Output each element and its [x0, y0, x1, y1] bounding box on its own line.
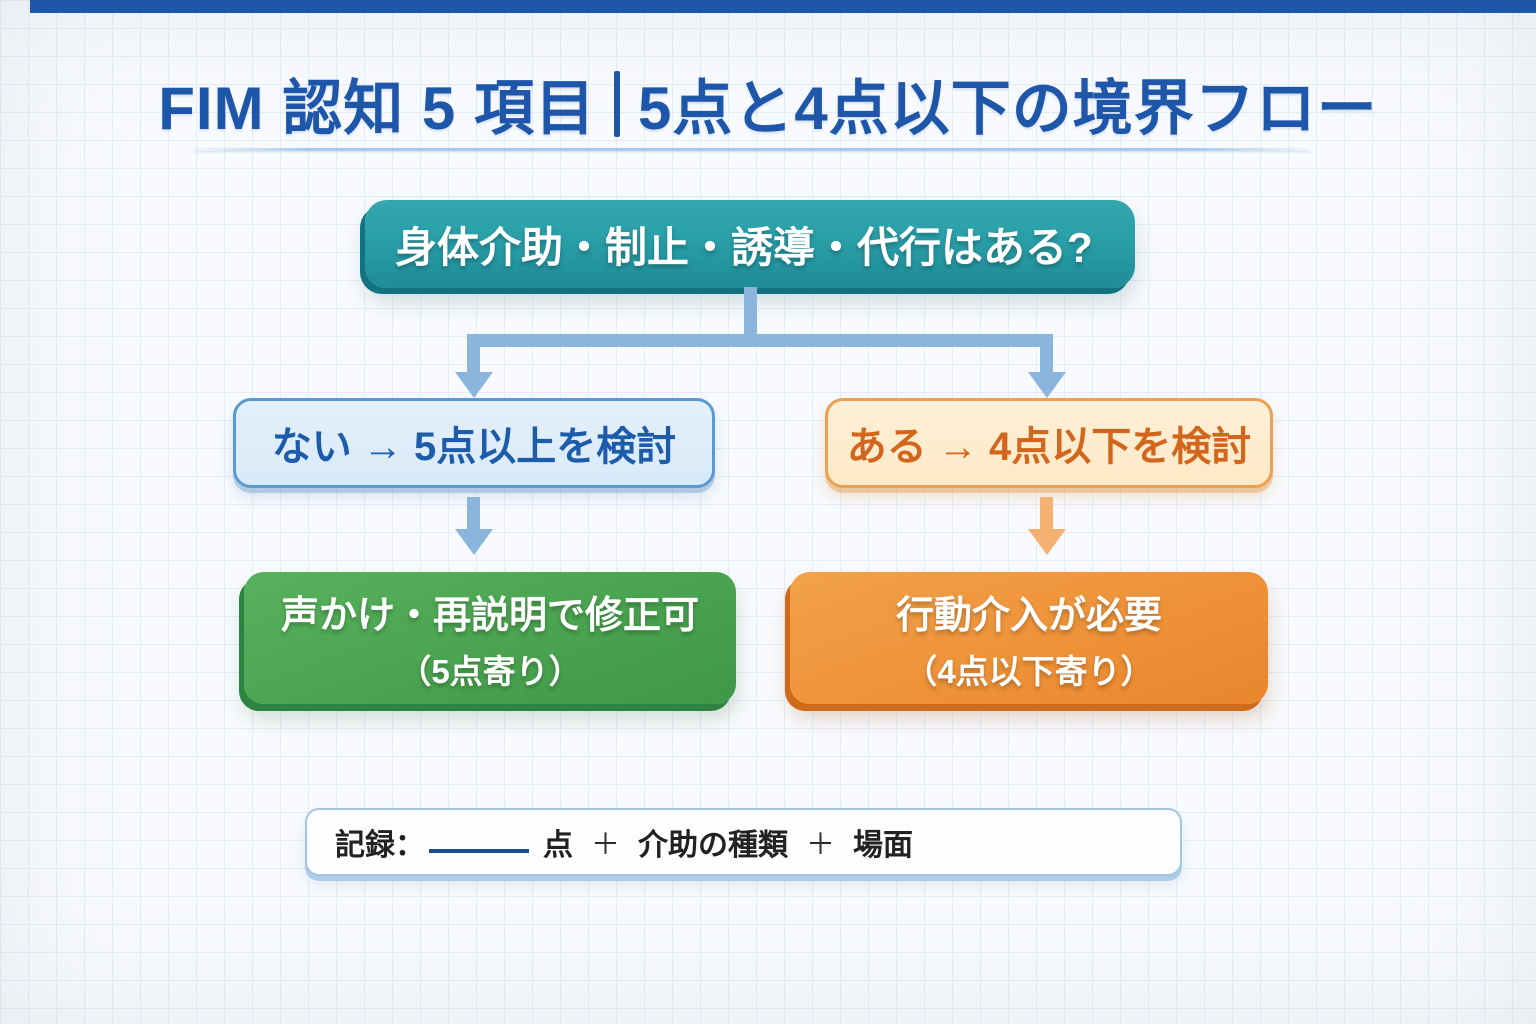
- note-item-scene: 場面: [853, 829, 914, 862]
- arrow-down-icon: [1028, 372, 1066, 398]
- note-blank-line: [429, 823, 529, 853]
- arrow-stem-right: [1040, 497, 1053, 531]
- note-box: 記録： 点 ＋ 介助の種類 ＋ 場面: [305, 808, 1182, 876]
- question-box: 身体介助・制止・誘導・代行はある?: [365, 200, 1135, 288]
- top-accent-bar: [30, 0, 1536, 13]
- connector-stem: [744, 287, 757, 343]
- branch-yes-text: ある → 4点以下を検討: [846, 425, 1252, 469]
- branch-yes-box: ある → 4点以下を検討: [825, 398, 1273, 488]
- arrow-down-icon: [455, 529, 493, 555]
- result-orange-line2: （4点以下寄り）: [904, 652, 1154, 690]
- note-item-assist-type: 介助の種類: [638, 829, 789, 862]
- result-green-line1: 声かけ・再説明で修正可: [280, 594, 699, 637]
- title-part-right: 5点と4点以下の境界フロー: [637, 75, 1378, 142]
- result-orange-line1: 行動介入が必要: [895, 594, 1162, 637]
- branch-no-text: ない → 5点以上を検討: [271, 425, 677, 469]
- note-unit: 点: [543, 829, 573, 862]
- result-orange-box: 行動介入が必要 （4点以下寄り）: [790, 572, 1268, 704]
- question-text: 身体介助・制止・誘導・代行はある?: [395, 223, 1093, 271]
- title-divider-bar: [613, 70, 620, 137]
- branch-no-box: ない → 5点以上を検討: [233, 398, 715, 488]
- plus-sign: ＋: [806, 829, 836, 861]
- arrow-down-icon: [1028, 529, 1066, 555]
- arrow-stem-left: [467, 497, 480, 531]
- connector-horizontal-bar: [467, 334, 1053, 347]
- note-label: 記録：: [335, 829, 425, 862]
- result-green-box: 声かけ・再説明で修正可 （5点寄り）: [244, 572, 736, 704]
- plus-sign: ＋: [591, 829, 621, 861]
- page-title: FIM 認知 5 項目 5点と4点以下の境界フロー: [0, 60, 1536, 147]
- arrow-down-icon: [455, 372, 493, 398]
- title-part-left: FIM 認知 5 項目: [158, 75, 596, 142]
- title-underline: [195, 148, 1310, 151]
- connector-drop-left: [467, 334, 480, 374]
- result-green-line2: （5点寄り）: [398, 652, 582, 690]
- connector-drop-right: [1040, 334, 1053, 374]
